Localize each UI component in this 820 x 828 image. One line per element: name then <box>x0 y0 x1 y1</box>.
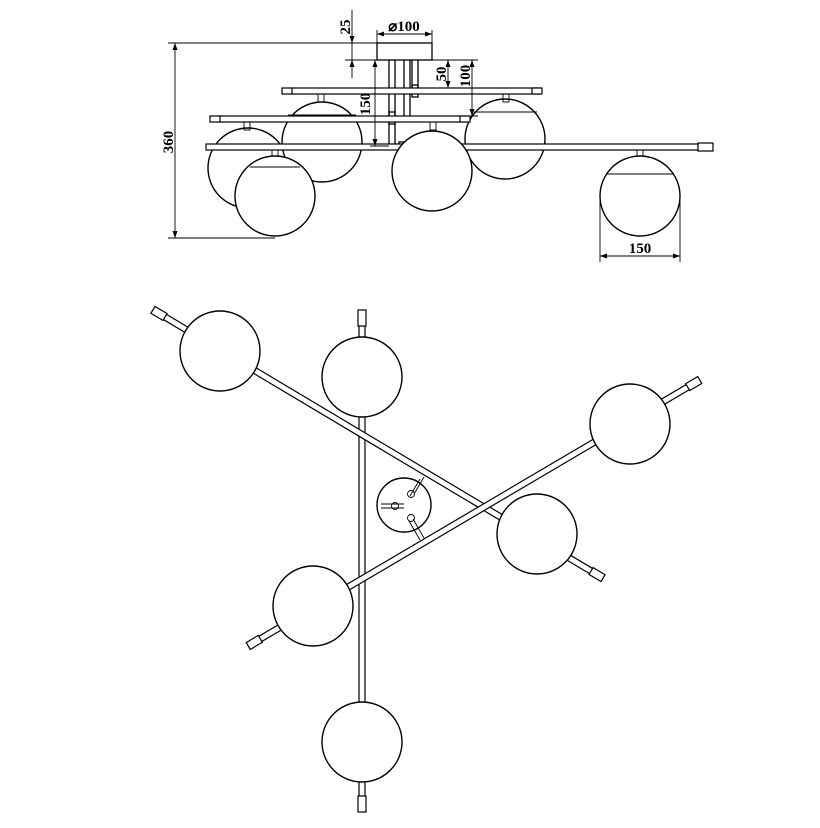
globe-top-5 <box>272 565 354 647</box>
globe-side-front-middle <box>391 130 473 212</box>
dimension-offset-100: 100 <box>418 59 478 117</box>
globe-top-3 <box>589 383 671 465</box>
top-view <box>150 305 703 813</box>
arm-middle-side <box>209 115 471 123</box>
canopy-plate-top <box>376 476 432 541</box>
dimension-canopy-diameter: ⌀100 <box>376 19 433 43</box>
globe-top-1 <box>179 310 261 392</box>
label-offset-150: 150 <box>358 93 374 116</box>
side-view: 25 ⌀100 50 100 <box>161 10 714 262</box>
label-offset-50: 50 <box>434 67 450 82</box>
dimension-globe-diameter: 150 <box>599 200 681 262</box>
globe-side-front-right <box>599 155 681 237</box>
globe-top-4 <box>496 493 578 575</box>
arm-diagonal-a-top <box>150 305 606 583</box>
dimension-canopy-height: 25 <box>338 10 377 78</box>
globe-side-front-left <box>234 155 316 237</box>
globe-top-6 <box>321 701 403 783</box>
label-canopy-height: 25 <box>338 20 354 35</box>
arm-top-side <box>281 87 543 95</box>
label-canopy-diameter: ⌀100 <box>388 19 420 35</box>
canopy <box>376 42 433 61</box>
dimension-offset-50: 50 <box>418 59 455 89</box>
label-offset-100: 100 <box>458 65 474 88</box>
globe-top-2 <box>321 336 403 418</box>
globe-side-back-right <box>464 98 546 180</box>
dimension-offset-150: 150 <box>358 59 389 147</box>
arm-vertical-top <box>357 309 367 813</box>
arm-diagonal-b-top <box>245 375 703 651</box>
label-globe-diameter: 150 <box>629 241 652 257</box>
label-total-height: 360 <box>161 131 177 154</box>
dimension-total-height: 360 <box>161 42 377 239</box>
